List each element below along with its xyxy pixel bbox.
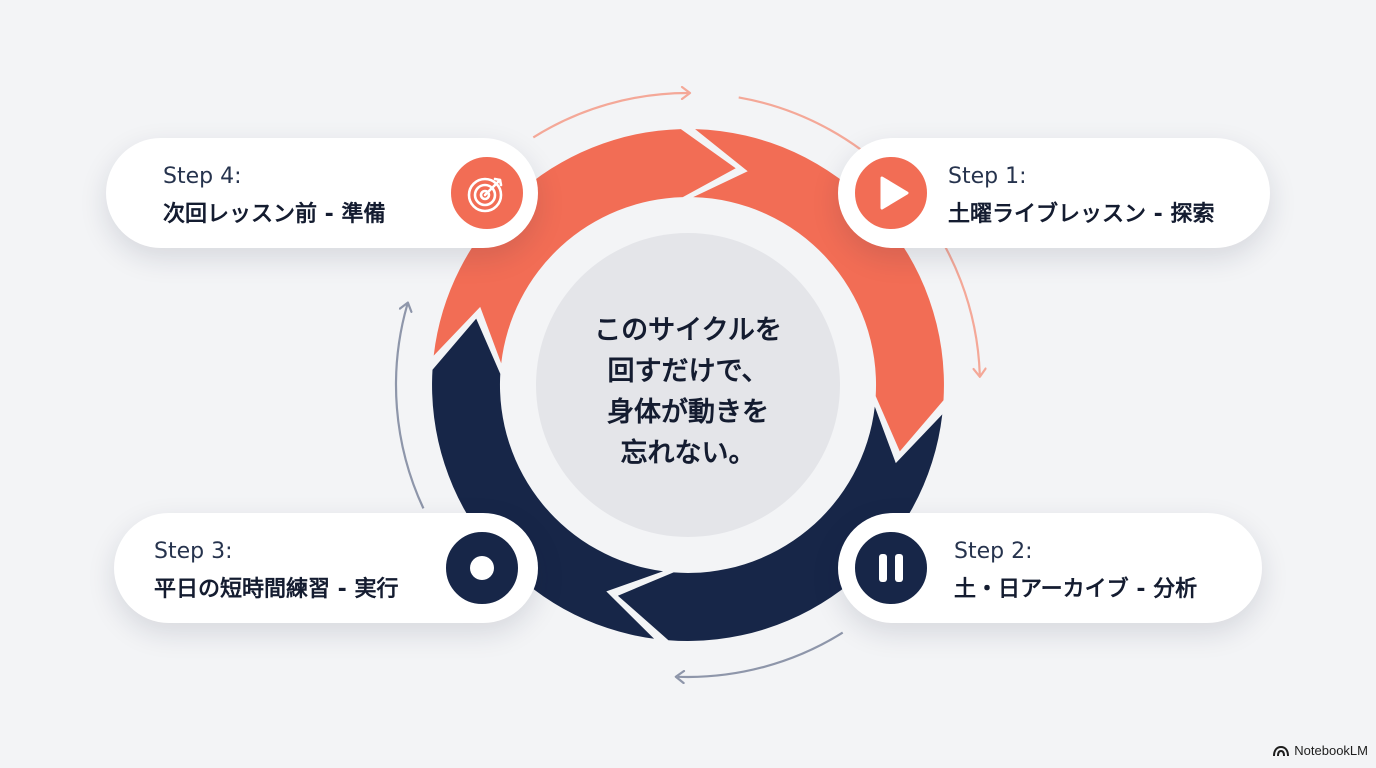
step-3-title: 平日の短時間練習 - 実行 [154,577,399,602]
step-1-title: 土曜ライブレッスン - 探索 [948,202,1215,227]
center-line: 回すだけで、 [607,356,769,387]
step-3-label: Step 3: [154,539,233,564]
step-4-card: Step 4: 次回レッスン前 - 準備 [106,138,538,248]
flow-arrow-left [394,305,425,509]
ring-segment-step-1 [693,129,944,452]
flow-arrow-bottom [678,631,844,677]
step-2-card: Step 2: 土・日アーカイブ - 分析 [838,513,1262,623]
center-message: このサイクルを 回すだけで、 身体が動きを 忘れない。 [548,310,828,474]
target-icon [445,151,529,235]
center-line: このサイクルを [594,315,782,346]
ring-segments [432,129,944,641]
brand-label: NotebookLM [1294,743,1368,758]
step-2-label: Step 2: [954,539,1033,564]
step-3-card: Step 3: 平日の短時間練習 - 実行 [114,513,538,623]
step-4-title: 次回レッスン前 - 準備 [163,202,386,227]
step-1-label: Step 1: [948,164,1027,189]
step-4-label: Step 4: [163,164,242,189]
step-2-title: 土・日アーカイブ - 分析 [954,577,1198,602]
ring-segment-step-4 [433,129,736,364]
center-disc [536,233,840,537]
center-line: 忘れない。 [620,438,756,469]
record-icon [440,526,524,610]
notebooklm-brand: NotebookLM [1273,743,1368,758]
center-line: 身体が動きを [607,397,769,428]
notebooklm-logo-icon [1273,745,1290,756]
ring-segment-step-3 [432,318,664,639]
step-1-card: Step 1: 土曜ライブレッスン - 探索 [838,138,1270,248]
play-icon [849,151,933,235]
flow-arrow-top [532,93,688,139]
pause-icon [849,526,933,610]
ring-segment-step-2 [617,406,943,641]
